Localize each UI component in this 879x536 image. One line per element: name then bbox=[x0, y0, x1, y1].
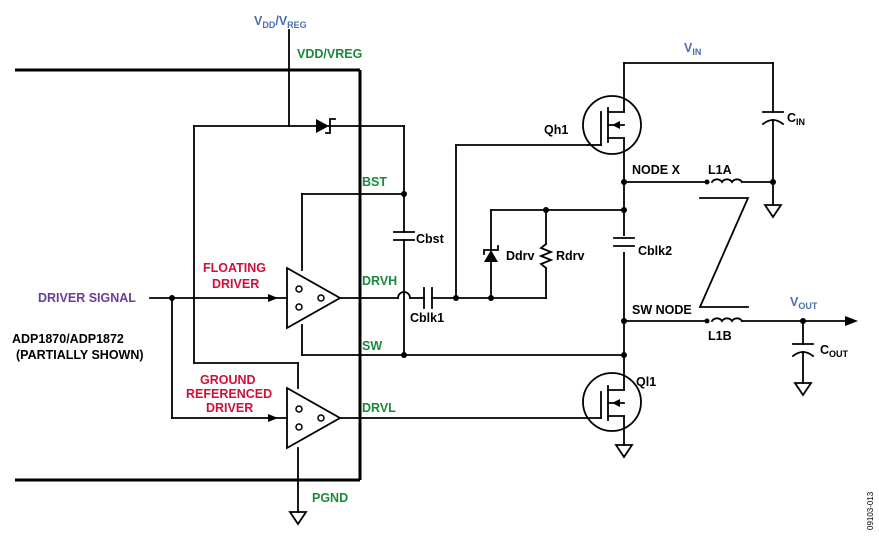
swnode-junction bbox=[621, 318, 627, 324]
cblk1-capacitor bbox=[423, 287, 547, 309]
floating-driver-label-1: FLOATING bbox=[203, 261, 266, 275]
signal-junction bbox=[169, 295, 175, 301]
ground-driver-label-2: REFERENCED bbox=[186, 387, 272, 401]
sw-node-label: SW NODE bbox=[632, 303, 692, 317]
ground-driver-label-1: GROUND bbox=[200, 373, 256, 387]
sw-pin-label: SW bbox=[362, 339, 382, 353]
sw-junction bbox=[401, 352, 407, 358]
vdd-pin-label: VDD/VREG bbox=[297, 47, 362, 61]
sw-net bbox=[301, 324, 625, 356]
cin-junction bbox=[770, 179, 776, 185]
ql1-label: Ql1 bbox=[636, 375, 656, 389]
cblk2-label: Cblk2 bbox=[638, 244, 672, 258]
bootstrap-diode bbox=[193, 118, 405, 134]
bst-net bbox=[301, 125, 415, 356]
bst-pin-label: BST bbox=[362, 175, 387, 189]
floating-driver-label-2: DRIVER bbox=[212, 277, 259, 291]
drvh-pin-label: DRVH bbox=[362, 274, 397, 288]
ground-driver-label-3: DRIVER bbox=[206, 401, 253, 415]
cin-capacitor bbox=[761, 111, 785, 219]
qh1-label: Qh1 bbox=[544, 123, 568, 137]
qh1-mosfet bbox=[582, 95, 642, 155]
l1a-inductor bbox=[623, 178, 774, 185]
rdrv-resistor bbox=[538, 209, 554, 299]
l1b-label: L1B bbox=[708, 329, 732, 343]
vout-label: VOUT bbox=[790, 295, 818, 311]
chip-name-label: ADP1870/ADP1872 bbox=[12, 332, 124, 346]
ddrv-label: Ddrv bbox=[506, 249, 535, 263]
vin-label: VIN bbox=[684, 41, 701, 57]
rdrv-junction bbox=[543, 207, 549, 213]
coupling-link bbox=[698, 197, 750, 308]
cout-capacitor bbox=[791, 320, 815, 397]
chip-note-label: (PARTIALLY SHOWN) bbox=[16, 348, 144, 362]
pgnd-pin-label: PGND bbox=[312, 491, 348, 505]
cbst-label: Cbst bbox=[416, 232, 445, 246]
pgnd-ground bbox=[288, 447, 308, 526]
vin-rail bbox=[623, 62, 774, 113]
drvl-pin-label: DRVL bbox=[362, 401, 396, 415]
cin-label: CIN bbox=[787, 111, 805, 127]
cblk2-capacitor bbox=[613, 236, 635, 252]
drvh-wire bbox=[339, 291, 425, 299]
l1a-label: L1A bbox=[708, 163, 732, 177]
ic-boundary bbox=[15, 68, 362, 482]
ql1-mosfet bbox=[582, 354, 642, 459]
rdrv-label: Rdrv bbox=[556, 249, 585, 263]
ddrv-diode bbox=[483, 209, 499, 299]
cout-label: COUT bbox=[820, 343, 849, 359]
bst-junction bbox=[401, 191, 407, 197]
cblk1-label: Cblk1 bbox=[410, 311, 444, 325]
qh1-gate-wire bbox=[455, 144, 589, 299]
sw-node-wire bbox=[623, 316, 858, 326]
figure-id: 09103-013 bbox=[866, 491, 875, 530]
node-x-label: NODE X bbox=[632, 163, 681, 177]
vdd-vreg-supply-label: VDD/VREG bbox=[254, 14, 307, 30]
driver-signal-label: DRIVER SIGNAL bbox=[38, 291, 136, 305]
